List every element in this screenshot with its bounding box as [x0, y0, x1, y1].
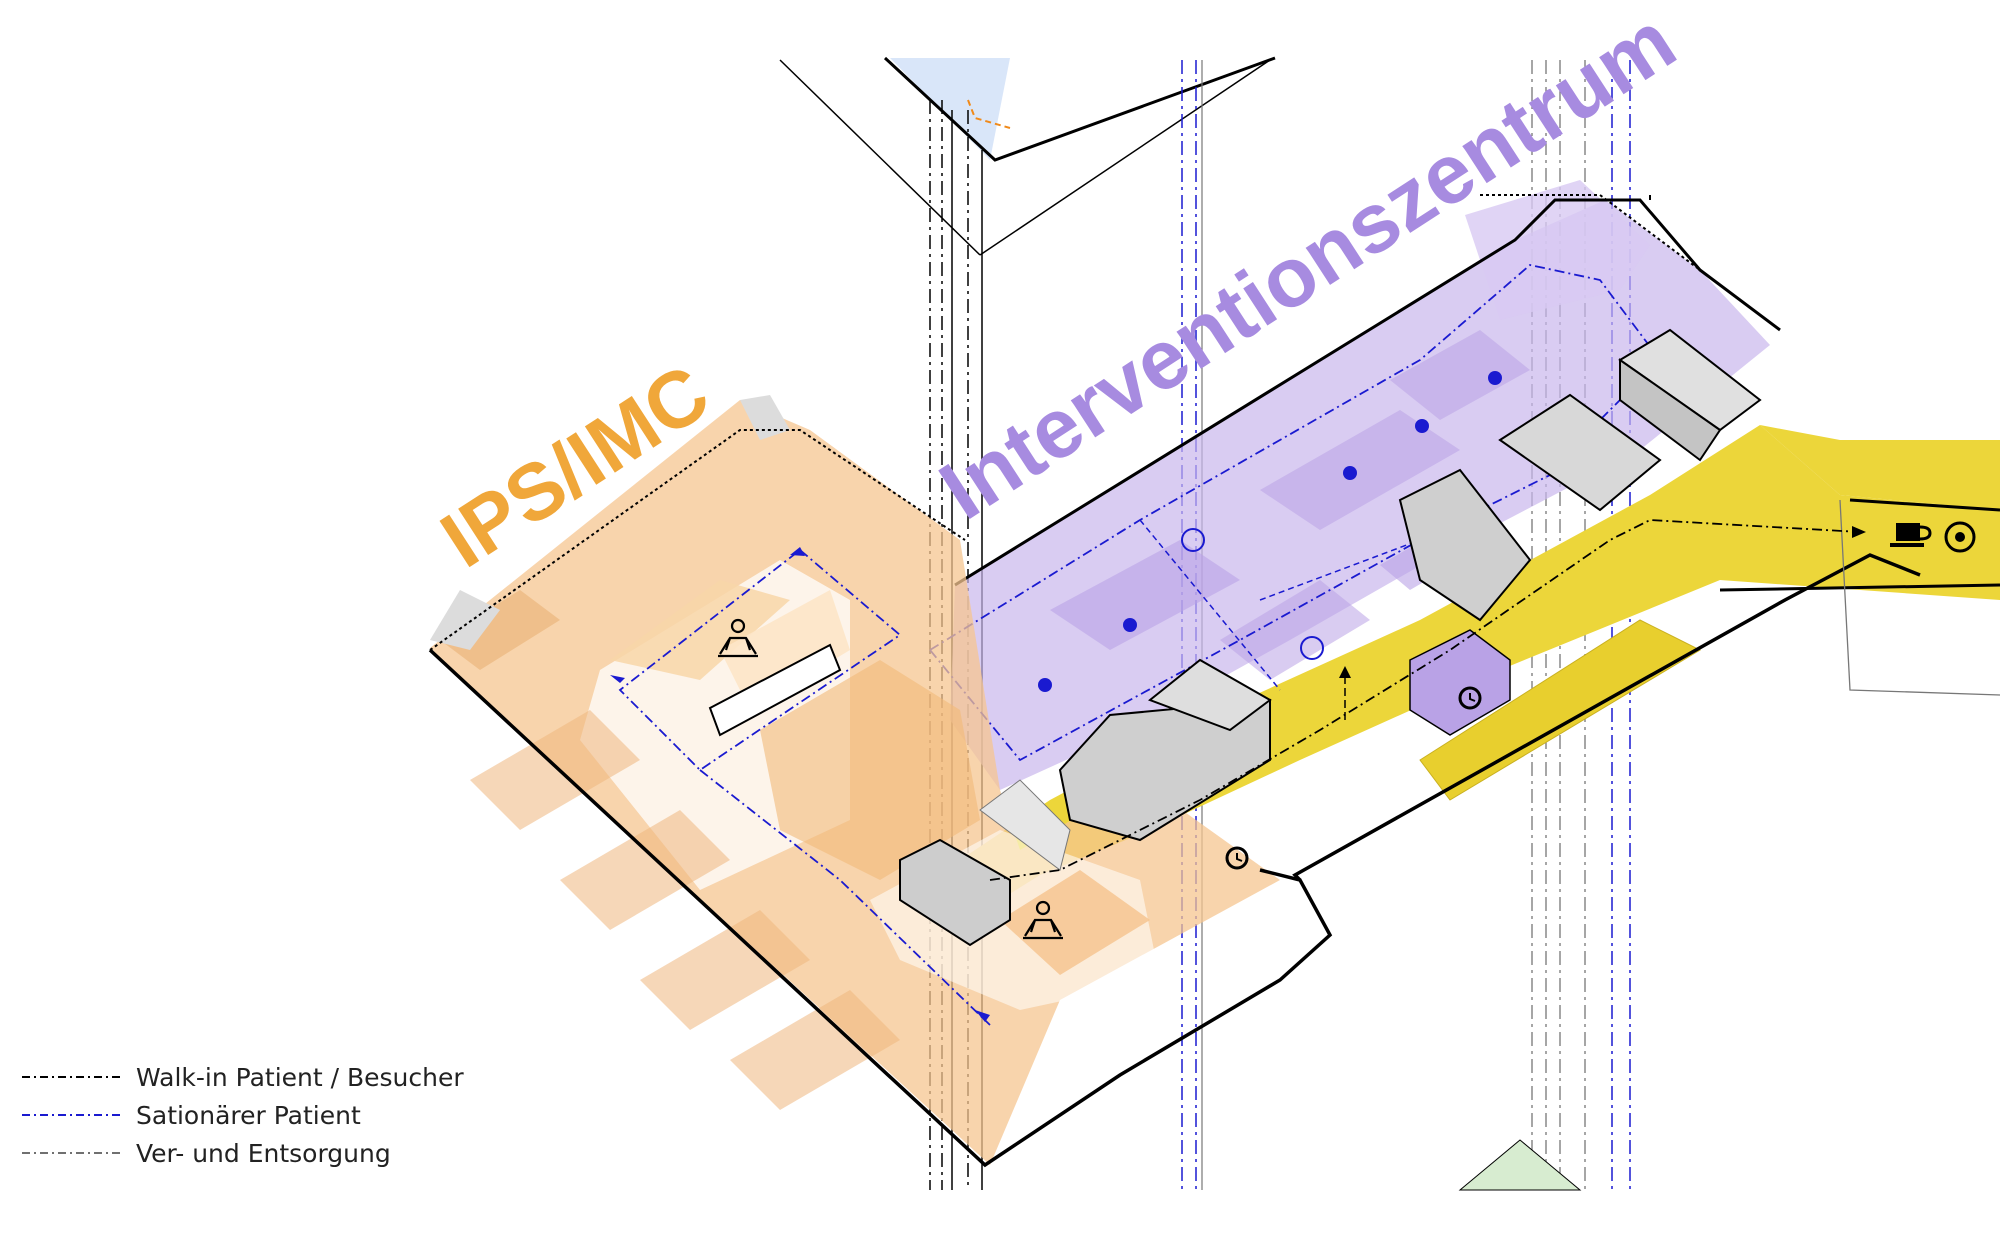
meditation-icon [718, 618, 758, 658]
legend-label: Sationärer Patient [136, 1100, 361, 1130]
patient-node [1300, 636, 1324, 660]
legend: Walk-in Patient / Besucher Sationärer Pa… [22, 1058, 482, 1172]
legend-label: Walk-in Patient / Besucher [136, 1062, 464, 1092]
clock-icon [1458, 686, 1482, 710]
patient-node [1181, 528, 1205, 552]
patient-marker [1488, 371, 1502, 385]
lower-block-fragment [1458, 1139, 1582, 1191]
clock-icon [1225, 846, 1249, 870]
service-cores [899, 328, 1762, 947]
upper-floor-block [779, 56, 1276, 256]
legend-row-walk-in: Walk-in Patient / Besucher [22, 1058, 482, 1096]
legend-row-stationary-patient: Sationärer Patient [22, 1096, 482, 1134]
patient-bed-markers [1038, 371, 1502, 692]
target-icon [1944, 521, 1976, 553]
patient-marker [1038, 678, 1052, 692]
patient-marker [1343, 466, 1357, 480]
meditation-icon [1023, 900, 1063, 940]
visitor-route [989, 519, 1866, 881]
patient-marker [1123, 618, 1137, 632]
legend-label: Ver- und Entsorgung [136, 1138, 391, 1168]
legend-row-supply: Ver- und Entsorgung [22, 1134, 482, 1172]
legend-line-supply [22, 1152, 120, 1154]
legend-line-stationary-patient [22, 1114, 120, 1116]
legend-line-walk-in [22, 1076, 120, 1078]
coffee-icon [1890, 523, 1932, 547]
patient-marker [1415, 419, 1429, 433]
